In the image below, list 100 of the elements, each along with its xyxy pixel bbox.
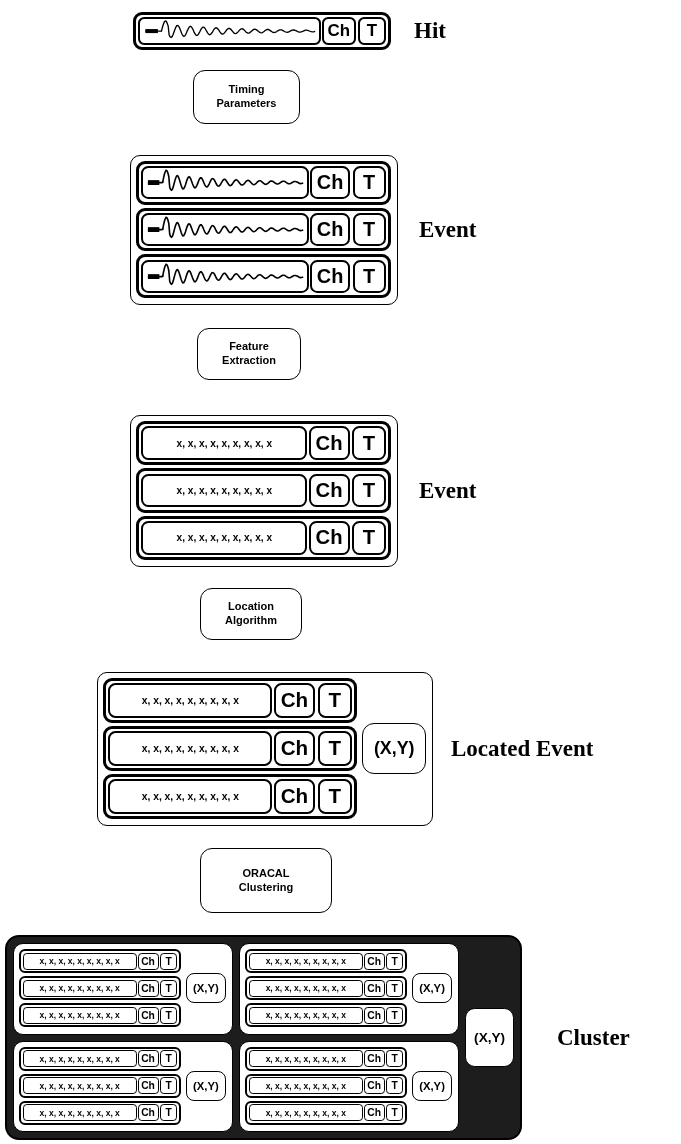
record-row [136, 421, 391, 466]
event-box [13, 943, 234, 1035]
field-box: T [160, 1050, 178, 1068]
field-box: Ch [321, 16, 356, 46]
waveform-drawing [137, 16, 321, 46]
process-box: Feature Extraction [197, 328, 301, 380]
field-box: x, x, x, x, x, x, x, x, x [22, 1077, 137, 1095]
record-row [245, 1046, 407, 1071]
field-box: T [160, 1104, 178, 1122]
field-box: T [357, 16, 387, 46]
field-box: Ch [363, 1006, 385, 1024]
field-box: T [352, 166, 386, 200]
field-box: x, x, x, x, x, x, x, x, x [248, 1006, 363, 1024]
stage-label: Event [419, 217, 477, 243]
field-box: Ch [363, 952, 385, 970]
field-box: x, x, x, x, x, x, x, x, x [141, 473, 308, 508]
field-box: Ch [309, 259, 351, 293]
location-box: (X,Y) [185, 973, 227, 1004]
location-box: (X,Y) [411, 973, 453, 1004]
waveform-drawing [141, 259, 309, 293]
waveform-drawing [141, 212, 309, 247]
field-box: Ch [273, 779, 316, 814]
record-row [19, 1073, 181, 1098]
field-box: x, x, x, x, x, x, x, x, x [141, 520, 308, 555]
field-box: x, x, x, x, x, x, x, x, x [22, 1006, 137, 1024]
field-box: T [160, 1006, 178, 1024]
field-box: Ch [309, 166, 351, 200]
stage-label: Event [419, 478, 477, 504]
record-row [19, 1100, 181, 1125]
waveform-drawing [141, 166, 309, 200]
location-box: (X,Y) [411, 1070, 453, 1101]
stage-label: Cluster [557, 1024, 630, 1051]
field-box: Ch [137, 1050, 159, 1068]
field-box: x, x, x, x, x, x, x, x, x [22, 1104, 137, 1122]
field-box: T [386, 1050, 404, 1068]
field-box: x, x, x, x, x, x, x, x, x [22, 952, 137, 970]
record-row [245, 949, 407, 974]
field-box: x, x, x, x, x, x, x, x, x [108, 731, 273, 766]
field-box: T [317, 683, 353, 718]
location-box: (X,Y) [465, 1008, 514, 1067]
field-box: x, x, x, x, x, x, x, x, x [248, 1104, 363, 1122]
field-box: Ch [137, 952, 159, 970]
field-box: T [352, 212, 386, 247]
record-row [245, 1073, 407, 1098]
field-box: Ch [137, 1006, 159, 1024]
field-box: Ch [273, 683, 316, 718]
field-box: T [386, 979, 404, 997]
record-row [103, 726, 358, 771]
record-row [136, 161, 391, 205]
location-box: (X,Y) [185, 1070, 227, 1101]
field-box: x, x, x, x, x, x, x, x, x [248, 1077, 363, 1095]
field-box: Ch [363, 1050, 385, 1068]
record-row [136, 207, 391, 252]
field-box: Ch [363, 1077, 385, 1095]
field-box: T [351, 520, 386, 555]
record-row [245, 1003, 407, 1028]
field-box: T [386, 1104, 404, 1122]
field-box: T [317, 779, 353, 814]
field-box: T [386, 1006, 404, 1024]
record-row [245, 1100, 407, 1125]
record-row [19, 1046, 181, 1071]
record-row [19, 1003, 181, 1028]
field-box: Ch [137, 1077, 159, 1095]
field-box: Ch [308, 520, 350, 555]
field-box: Ch [363, 979, 385, 997]
field-box: x, x, x, x, x, x, x, x, x [248, 1050, 363, 1068]
record-row [136, 254, 391, 298]
field-box: x, x, x, x, x, x, x, x, x [22, 1050, 137, 1068]
record-row [19, 949, 181, 974]
field-box: x, x, x, x, x, x, x, x, x [22, 979, 137, 997]
record-row [103, 678, 358, 723]
record-row [136, 515, 391, 560]
field-box: T [351, 426, 386, 460]
record-row [19, 976, 181, 1001]
event-box [13, 1040, 234, 1132]
field-box: Ch [137, 979, 159, 997]
process-box: Location Algorithm [200, 588, 302, 640]
field-box: T [160, 979, 178, 997]
field-box: T [352, 259, 386, 293]
field-box: T [351, 473, 386, 508]
field-box: x, x, x, x, x, x, x, x, x [248, 979, 363, 997]
field-box: x, x, x, x, x, x, x, x, x [108, 779, 273, 814]
event-box [239, 1040, 460, 1132]
field-box: T [160, 952, 178, 970]
stage-label: Hit [414, 18, 446, 44]
field-box: T [386, 1077, 404, 1095]
field-box: T [386, 952, 404, 970]
field-box: Ch [137, 1104, 159, 1122]
field-box: Ch [273, 731, 316, 766]
stage-label: Located Event [451, 736, 594, 762]
field-box: Ch [309, 212, 351, 247]
field-box: T [317, 731, 353, 766]
process-box: ORACAL Clustering [200, 848, 332, 913]
field-box: x, x, x, x, x, x, x, x, x [141, 426, 308, 460]
location-box: (X,Y) [362, 722, 426, 775]
record-row [103, 774, 358, 819]
field-box: Ch [308, 426, 350, 460]
record-row [245, 976, 407, 1001]
field-box: x, x, x, x, x, x, x, x, x [248, 952, 363, 970]
field-box: x, x, x, x, x, x, x, x, x [108, 683, 273, 718]
